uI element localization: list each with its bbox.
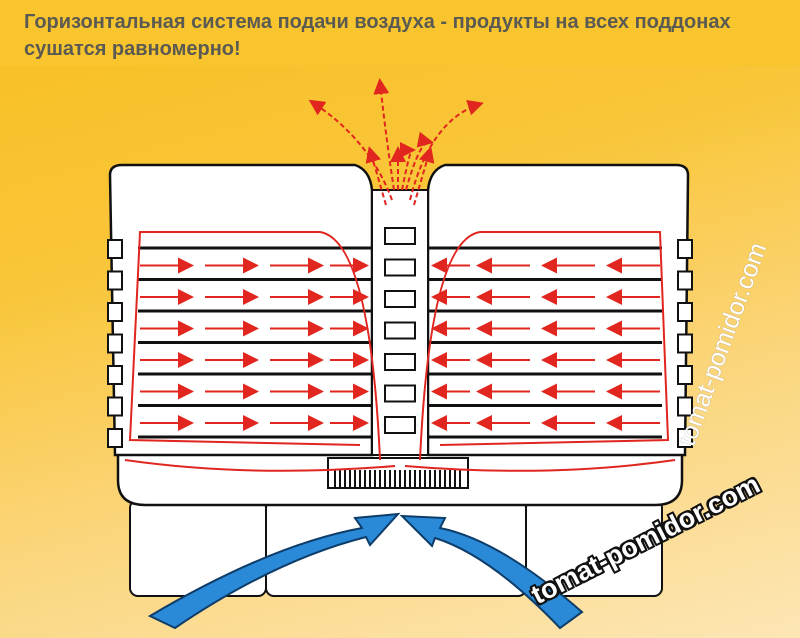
exhaust-arrow xyxy=(413,146,435,206)
left-tray-handle xyxy=(107,365,123,385)
left-tray-handle xyxy=(107,428,123,448)
column-vent xyxy=(384,384,416,403)
exhaust-arrow xyxy=(405,131,434,191)
airflow-loop-left xyxy=(128,231,381,461)
trays xyxy=(107,239,693,448)
fan-blades xyxy=(334,470,461,488)
exhaust-arrow xyxy=(365,146,387,206)
left-tray-handle xyxy=(107,239,123,259)
left-intake-arrow xyxy=(147,512,401,630)
left-tray-handle xyxy=(107,396,123,417)
left-tray-handle xyxy=(107,333,123,354)
right-tray-handle xyxy=(677,270,693,291)
airflow-arrows xyxy=(124,78,676,472)
page-title: Горизонтальная система подачи воздуха - … xyxy=(24,11,731,60)
column-vent xyxy=(384,258,416,277)
column-vent xyxy=(384,321,416,340)
title-band xyxy=(0,0,800,66)
air-intake-arrows xyxy=(147,512,584,630)
left-tray-handle xyxy=(107,270,123,291)
right-intake-arrow xyxy=(399,514,584,630)
column-vent xyxy=(384,416,416,434)
exhaust-arrow xyxy=(308,99,393,201)
fan-heater xyxy=(327,457,469,489)
right-tray-handle xyxy=(677,428,693,448)
right-tray-handle xyxy=(677,396,693,417)
right-tray-handle xyxy=(677,239,693,259)
airflow-base-right xyxy=(404,459,676,472)
right-tray-handle xyxy=(677,333,693,354)
column-vents xyxy=(384,227,416,434)
column-vent xyxy=(384,353,416,371)
airflow-loop-right xyxy=(419,231,670,461)
exhaust-arrow xyxy=(409,100,484,201)
left-tray-handle xyxy=(107,302,123,322)
airflow-base-left xyxy=(124,459,396,472)
exhaust-arrow xyxy=(373,78,395,191)
right-tray-handle xyxy=(677,365,693,385)
exhaust-arrow xyxy=(399,142,416,191)
column-vent xyxy=(384,290,416,308)
right-tray-handle xyxy=(677,302,693,322)
column-vent xyxy=(384,227,416,245)
base-feet xyxy=(129,499,663,597)
